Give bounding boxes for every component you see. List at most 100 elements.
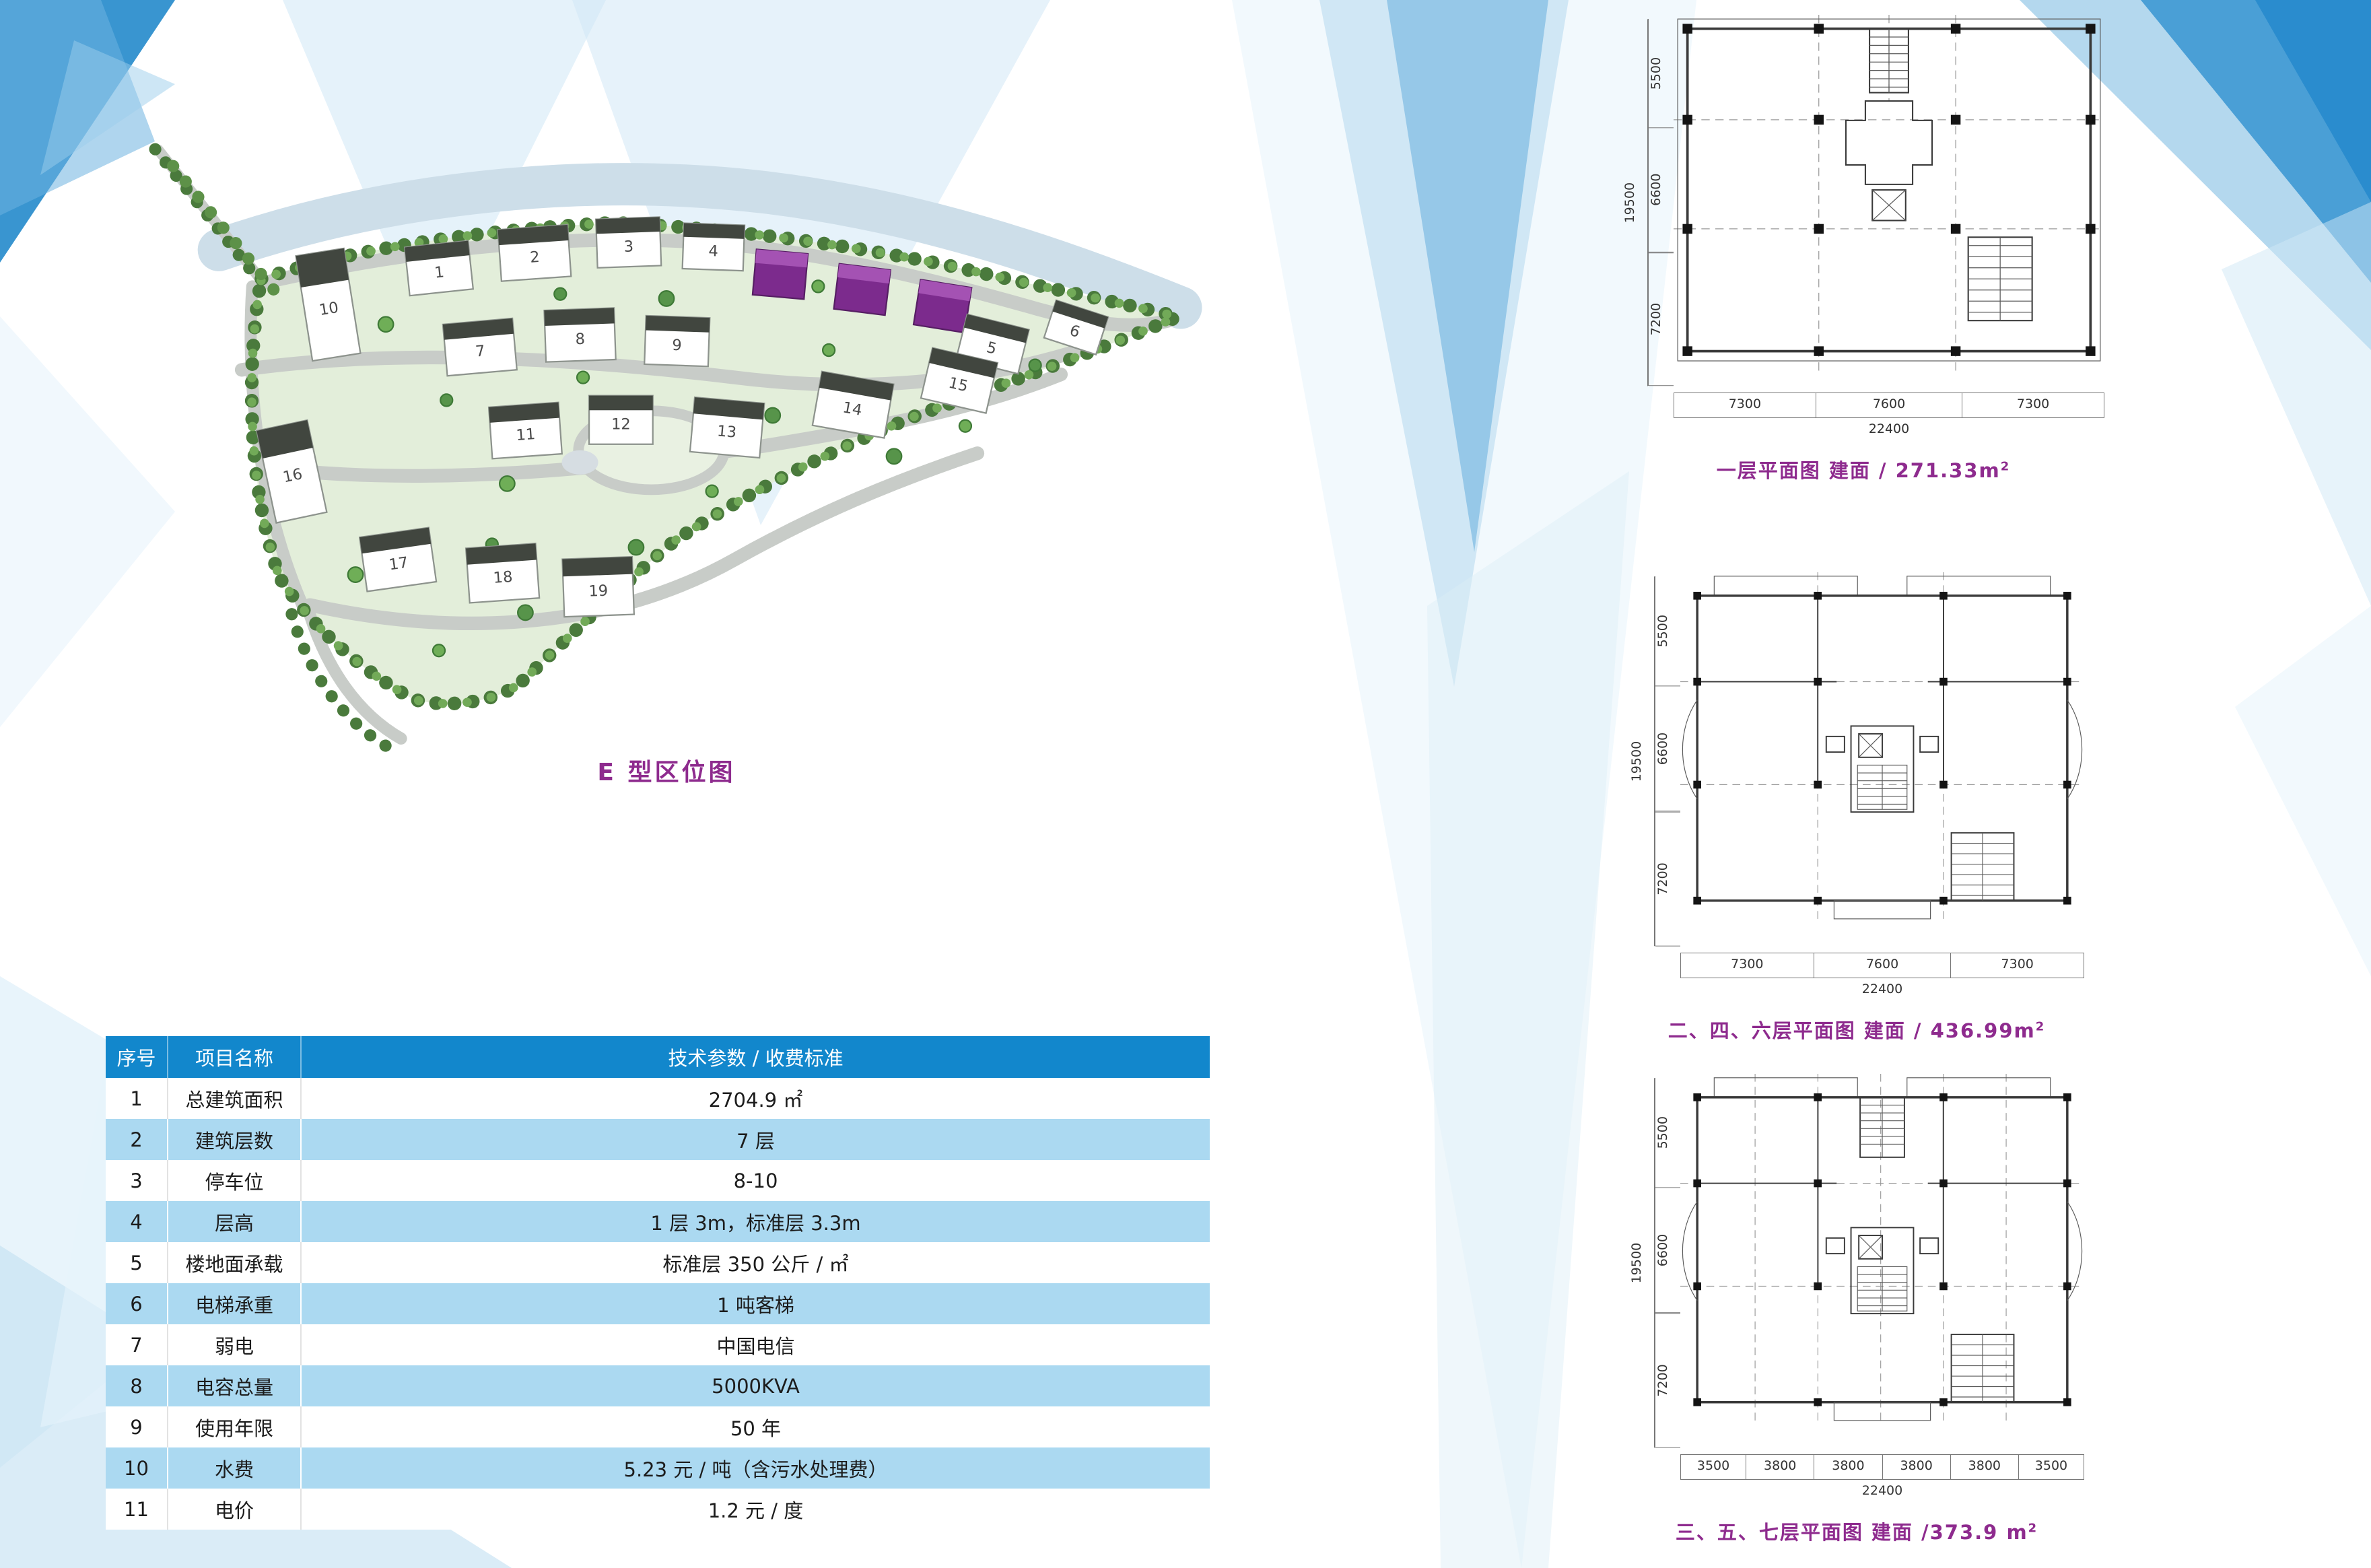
svg-text:16: 16 — [281, 465, 304, 486]
svg-text:10: 10 — [318, 299, 339, 319]
svg-text:2: 2 — [529, 248, 540, 267]
building: 3 — [594, 216, 662, 269]
building: 10 — [295, 247, 362, 362]
item-value: 5000KVA — [301, 1365, 1210, 1406]
dimension-label: 7200 — [1655, 811, 1680, 947]
svg-text:7: 7 — [475, 342, 486, 360]
item-value: 7 层 — [301, 1119, 1210, 1160]
header-item-name: 项目名称 — [168, 1036, 302, 1078]
svg-text:12: 12 — [611, 415, 631, 433]
dimension-total-left: 19500 — [1629, 1078, 1655, 1448]
building: 1 — [403, 240, 475, 297]
building: 19 — [561, 555, 635, 618]
item-name: 楼地面承载 — [168, 1242, 302, 1283]
svg-text:5: 5 — [985, 339, 998, 358]
svg-text:4: 4 — [708, 242, 718, 260]
dimension-total-bottom: 22400 — [1680, 978, 2084, 1004]
building: 4 — [681, 222, 746, 272]
dimension-label: 6600 — [1655, 1188, 1680, 1314]
dimension-label: 3500 — [2018, 1455, 2085, 1480]
item-name: 电价 — [168, 1489, 302, 1530]
dimension-label: 7300 — [1962, 393, 2104, 418]
dimension-label: 7600 — [1813, 953, 1951, 978]
pond — [561, 450, 598, 475]
dimension-label: 3800 — [1882, 1455, 1950, 1480]
interior-trees — [347, 279, 1042, 658]
dimension-label: 7300 — [1674, 393, 1816, 418]
row-number: 9 — [106, 1406, 168, 1447]
plan-1-caption: 一层平面图 建面 / 271.33m2 — [1716, 459, 2011, 483]
svg-text:17: 17 — [388, 554, 409, 574]
dimension-label: 3800 — [1814, 1455, 1882, 1480]
building: 17 — [358, 526, 438, 592]
dimension-label: 7600 — [1815, 393, 1962, 418]
dimension-total-left: 19500 — [1622, 19, 1648, 386]
dimension-label: 5500 — [1655, 1078, 1680, 1188]
floor-plan-3-drawing — [1680, 1074, 2084, 1426]
item-name: 建筑层数 — [168, 1119, 302, 1160]
svg-text:8: 8 — [575, 331, 585, 348]
building: 7 — [442, 317, 518, 377]
building: 11 — [487, 401, 563, 460]
building: 2 — [497, 224, 572, 282]
row-number: 7 — [106, 1324, 168, 1365]
row-number: 2 — [106, 1119, 168, 1160]
item-name: 弱电 — [168, 1324, 302, 1365]
header-parameters: 技术参数 / 收费标准 — [301, 1036, 1210, 1078]
svg-text:9: 9 — [672, 337, 682, 354]
dimension-label: 5500 — [1655, 576, 1680, 687]
svg-text:14: 14 — [841, 399, 864, 419]
dimension-label: 5500 — [1649, 19, 1674, 129]
dimension-label: 7200 — [1649, 252, 1674, 386]
item-name: 使用年限 — [168, 1406, 302, 1447]
item-value: 5.23 元 / 吨（含污水处理费） — [301, 1447, 1210, 1489]
item-name: 电容总量 — [168, 1365, 302, 1406]
row-number: 6 — [106, 1283, 168, 1324]
building: 8 — [543, 307, 617, 363]
svg-text:1: 1 — [434, 263, 445, 281]
plan-3-caption: 三、五、七层平面图 建面 /373.9 m2 — [1675, 1521, 2038, 1544]
floor-plan-1-drawing — [1674, 15, 2104, 371]
row-number: 1 — [106, 1078, 168, 1119]
highlighted-building — [912, 279, 973, 334]
dimension-label: 7300 — [1950, 953, 2085, 978]
building: 15 — [920, 347, 999, 414]
building: 16 — [256, 419, 328, 524]
water-area — [197, 163, 1202, 329]
item-name: 电梯承重 — [168, 1283, 302, 1324]
floor-plan-2-drawing — [1680, 572, 2084, 924]
item-value: 1.2 元 / 度 — [301, 1489, 1210, 1530]
svg-text:19: 19 — [588, 582, 609, 601]
plan-2-caption: 二、四、六层平面图 建面 / 436.99m2 — [1668, 1019, 2046, 1043]
row-number: 10 — [106, 1447, 168, 1489]
dimension-label: 7300 — [1680, 953, 1814, 978]
dimension-total-bottom: 22400 — [1674, 417, 2104, 444]
item-value: 标准层 350 公斤 / ㎡ — [301, 1242, 1210, 1283]
item-value: 50 年 — [301, 1406, 1210, 1447]
building: 13 — [689, 396, 765, 459]
item-name: 水费 — [168, 1447, 302, 1489]
svg-text:3: 3 — [623, 238, 633, 255]
item-value: 1 吨客梯 — [301, 1283, 1210, 1324]
map-title: E 型区位图 — [597, 759, 736, 786]
